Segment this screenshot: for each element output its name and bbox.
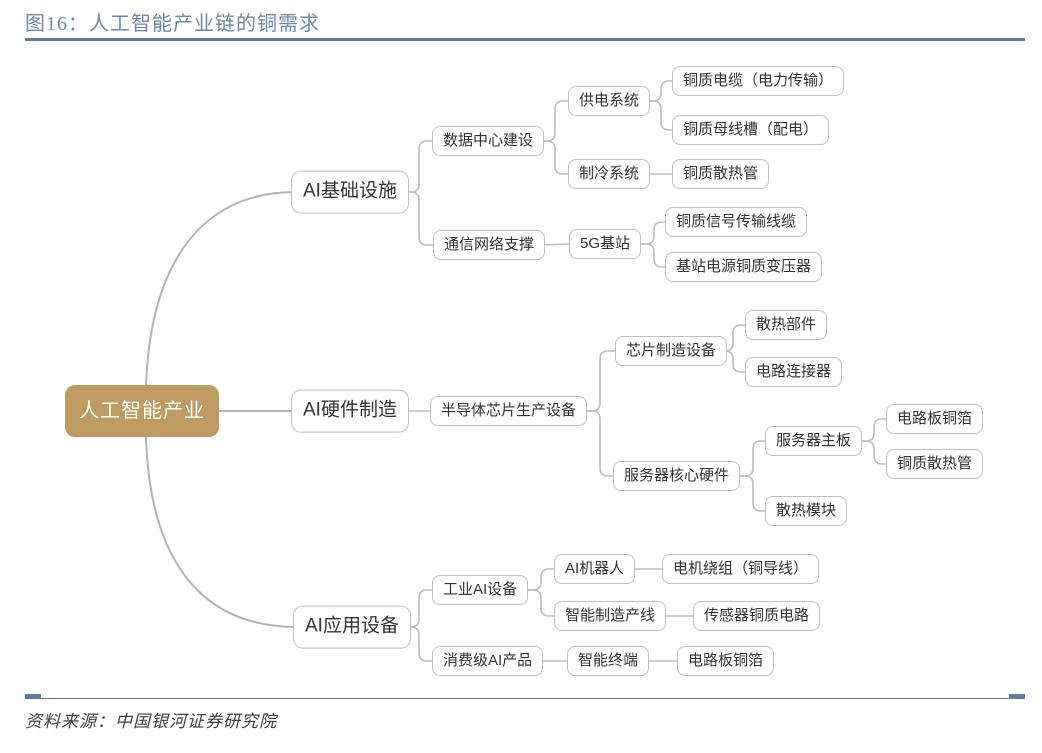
node-smart-manufacturing-line: 智能制造产线 [554, 601, 667, 631]
footer-rule-left-cap [25, 694, 41, 698]
node-sensor-copper-circuit: 传感器铜质电路 [693, 601, 821, 631]
link-power-supply-to-copper-cable [643, 80, 677, 102]
link-ai-app-to-consumer-ai [399, 626, 437, 662]
node-ai-infrastructure: AI基础设施 [291, 170, 409, 214]
figure-title: 图16：人工智能产业链的铜需求 [25, 13, 320, 35]
link-motherboard-to-pcb-foil [856, 418, 891, 442]
link-root-to-ai-applications [145, 435, 298, 628]
node-copper-heat-pipe-motherboard: 铜质散热管 [886, 449, 984, 479]
link-industrial-ai-to-smart-line [521, 589, 559, 617]
node-circuit-connector: 电路连接器 [745, 357, 843, 387]
footer-rule-right-cap [1009, 694, 1025, 698]
link-chip-equipment-to-circuit-connector [715, 350, 750, 373]
link-ai-app-to-industrial-ai [399, 589, 437, 628]
node-data-center-construction: 数据中心建设 [432, 126, 545, 156]
link-semiconductor-to-chip-equipment [580, 350, 620, 412]
node-power-supply-system: 供电系统 [568, 86, 651, 116]
link-server-core-to-heat-module [735, 475, 770, 512]
figure-source: 资料来源：中国银河证券研究院 [25, 712, 277, 731]
node-pcb-copper-foil-motherboard: 电路板铜箔 [886, 404, 984, 434]
link-comm-network-to-5g [540, 243, 574, 246]
node-server-core-hardware: 服务器核心硬件 [613, 461, 741, 491]
link-5g-to-signal-cable [636, 221, 670, 245]
node-ai-applications: AI应用设备 [293, 605, 411, 649]
node-5g-base-station: 5G基站 [569, 229, 642, 259]
node-ai-industry-root: 人工智能产业 [65, 385, 219, 437]
node-copper-cable-power: 铜质电缆（电力传输） [672, 66, 845, 96]
node-ai-robot: AI机器人 [554, 554, 636, 584]
link-server-core-to-motherboard [735, 440, 770, 477]
link-5g-to-transformer [636, 243, 670, 268]
link-root-to-ai-infrastructure [145, 191, 297, 389]
node-copper-signal-cable: 铜质信号传输线缆 [665, 207, 808, 237]
node-copper-busway: 铜质母线槽（配电） [672, 115, 830, 145]
node-ai-hardware: AI硬件制造 [291, 389, 409, 433]
link-power-supply-to-busway [643, 100, 677, 131]
node-consumer-ai-products: 消费级AI产品 [432, 646, 544, 676]
link-chip-equipment-to-heat-parts [715, 324, 750, 352]
node-server-motherboard: 服务器主板 [765, 426, 863, 456]
node-semiconductor-equipment: 半导体芯片生产设备 [430, 396, 588, 426]
node-base-station-transformer: 基站电源铜质变压器 [665, 252, 823, 282]
link-industrial-ai-to-ai-robot [521, 568, 559, 591]
link-ai-infra-to-data-center [399, 140, 437, 193]
link-ai-infra-to-comm-network [399, 191, 438, 246]
node-cooling-system: 制冷系统 [568, 159, 651, 189]
node-heat-module: 散热模块 [765, 496, 848, 526]
node-industrial-ai-equipment: 工业AI设备 [432, 575, 529, 605]
link-semiconductor-to-server-core [580, 410, 618, 477]
node-chip-manufacturing-equipment: 芯片制造设备 [615, 336, 728, 366]
footer-rule [25, 698, 1025, 699]
link-motherboard-to-heat-pipe [856, 440, 891, 465]
node-heat-dissipation-parts: 散热部件 [745, 310, 828, 340]
link-data-center-to-cooling [536, 140, 573, 175]
node-comm-network-support: 通信网络支撑 [433, 230, 546, 260]
node-copper-heat-pipe-cooling: 铜质散热管 [672, 159, 770, 189]
node-pcb-copper-foil-terminal: 电路板铜箔 [677, 646, 775, 676]
node-motor-winding-copper-wire: 电机绕组（铜导线） [662, 554, 820, 584]
node-smart-terminal: 智能终端 [567, 646, 650, 676]
link-data-center-to-power-supply [536, 100, 573, 142]
title-rule [25, 38, 1025, 41]
